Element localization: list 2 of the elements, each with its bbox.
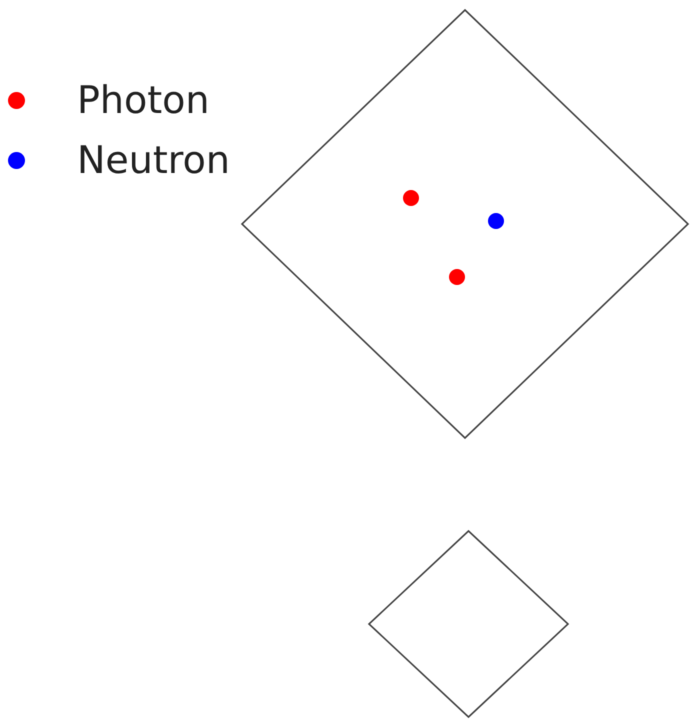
- legend-label: Photon: [77, 78, 210, 124]
- legend-label: Neutron: [77, 138, 230, 184]
